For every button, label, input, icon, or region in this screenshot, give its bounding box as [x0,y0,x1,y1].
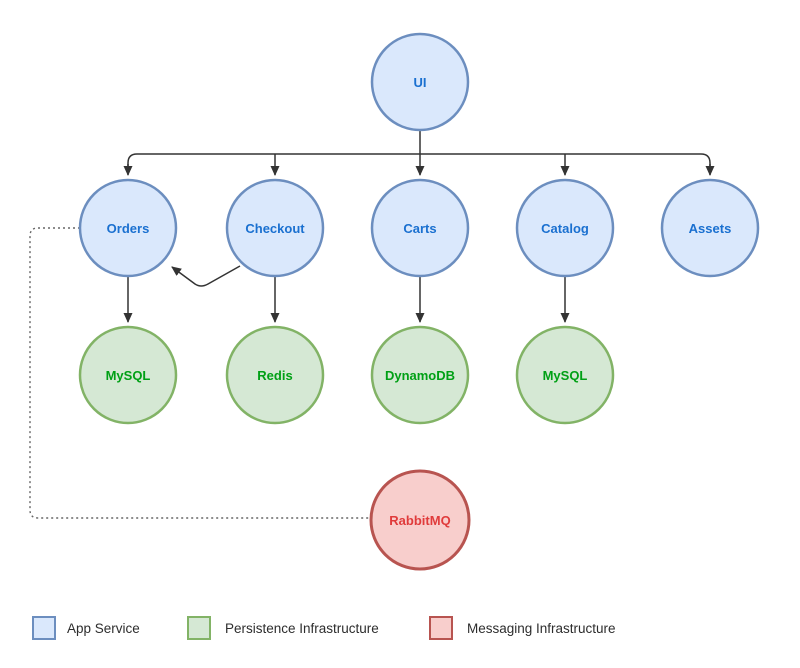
node-rabbitmq-label: RabbitMQ [389,513,450,528]
legend-app-service-label: App Service [67,621,140,636]
node-mysql-catalog: MySQL [515,325,615,425]
node-assets: Assets [660,178,760,278]
node-redis: Redis [225,325,325,425]
edge-checkout-to-orders [171,265,241,287]
node-dynamodb-shape [370,325,470,425]
node-mysql-orders-shape [78,325,178,425]
node-checkout-label: Checkout [245,221,305,236]
node-catalog: Catalog [515,178,615,278]
node-dynamodb-label: DynamoDB [385,368,455,383]
node-carts-label: Carts [403,221,436,236]
node-rabbitmq-shape [369,469,471,571]
node-checkout: Checkout [225,178,325,278]
node-rabbitmq: RabbitMQ [369,469,471,571]
legend: App Service Persistence Infrastructure M… [32,616,616,640]
node-orders-shape [78,178,178,278]
node-mysql-orders: MySQL [78,325,178,425]
node-ui-shape [370,32,470,132]
edges [29,130,715,519]
node-redis-shape [225,325,325,425]
node-mysql-catalog-label: MySQL [543,368,588,383]
node-mysql-orders-label: MySQL [106,368,151,383]
edge-ui-fanout-bus [127,153,711,170]
node-carts: Carts [370,178,470,278]
node-mysql-catalog-shape [515,325,615,425]
node-redis-label: Redis [257,368,292,383]
legend-messaging-swatch [429,616,453,640]
legend-persistence-swatch [187,616,211,640]
node-ui-label: UI [414,75,427,90]
node-assets-label: Assets [689,221,732,236]
node-dynamodb: DynamoDB [370,325,470,425]
node-carts-shape [370,178,470,278]
node-catalog-shape [515,178,615,278]
legend-persistence-label: Persistence Infrastructure [225,621,379,636]
node-orders-label: Orders [107,221,150,236]
edge-orders-to-rabbitmq-dashed [29,227,369,519]
node-orders: Orders [78,178,178,278]
node-ui: UI [370,32,470,132]
node-catalog-label: Catalog [541,221,589,236]
node-assets-shape [660,178,760,278]
node-checkout-shape [225,178,325,278]
legend-messaging-label: Messaging Infrastructure [467,621,616,636]
legend-app-service-swatch [32,616,56,640]
